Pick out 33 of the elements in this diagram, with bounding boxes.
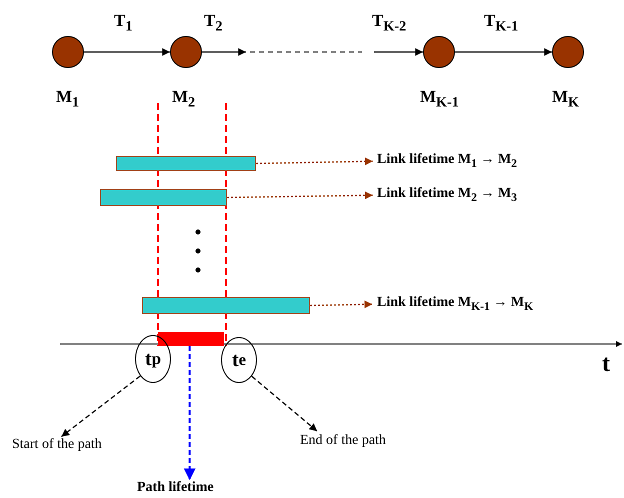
arrow <box>202 48 246 56</box>
arrow <box>256 157 373 166</box>
node-circle <box>552 36 584 68</box>
arrow <box>61 375 141 438</box>
node-circle <box>170 36 202 68</box>
annotation-text: Path lifetime <box>137 481 214 495</box>
axis-label: t <box>602 352 610 376</box>
node-label: M$_{2}$ <box>172 88 196 110</box>
annotation-text: End of the path <box>300 434 386 448</box>
arrow <box>251 376 318 432</box>
arrow <box>374 48 423 56</box>
lifetime-bar <box>142 297 310 314</box>
lifetime-bar <box>116 156 256 171</box>
edge-label: T$_{1}$ <box>114 12 132 34</box>
arrow <box>226 191 373 200</box>
edge-label: T$_{2}$ <box>204 12 222 34</box>
node-circle <box>423 36 455 68</box>
annotation-text: Link lifetime M$_{2}$ → M$_{3}$ <box>377 187 517 204</box>
node-label: M$_{K}$ <box>552 88 580 110</box>
path-lifetime-bar <box>158 332 224 346</box>
node-label: M$_{K-1}$ <box>420 88 459 110</box>
arrow <box>310 300 372 308</box>
node-circle <box>52 36 84 68</box>
arrow <box>84 48 170 56</box>
node-label: M$_{1}$ <box>56 88 80 110</box>
edge-label: T$_{K-2}$ <box>372 12 406 34</box>
annotation-text: Start of the path <box>12 438 102 452</box>
arrow <box>184 346 196 480</box>
annotation-text: Link lifetime M$_{1}$ → M$_{2}$ <box>377 153 517 170</box>
annotation-text: Link lifetime M$_{K-1}$ → M$_{K}$ <box>377 296 534 312</box>
edge-label: T$_{K-1}$ <box>484 12 518 34</box>
arrow <box>455 48 552 56</box>
lifetime-bar <box>100 189 227 206</box>
